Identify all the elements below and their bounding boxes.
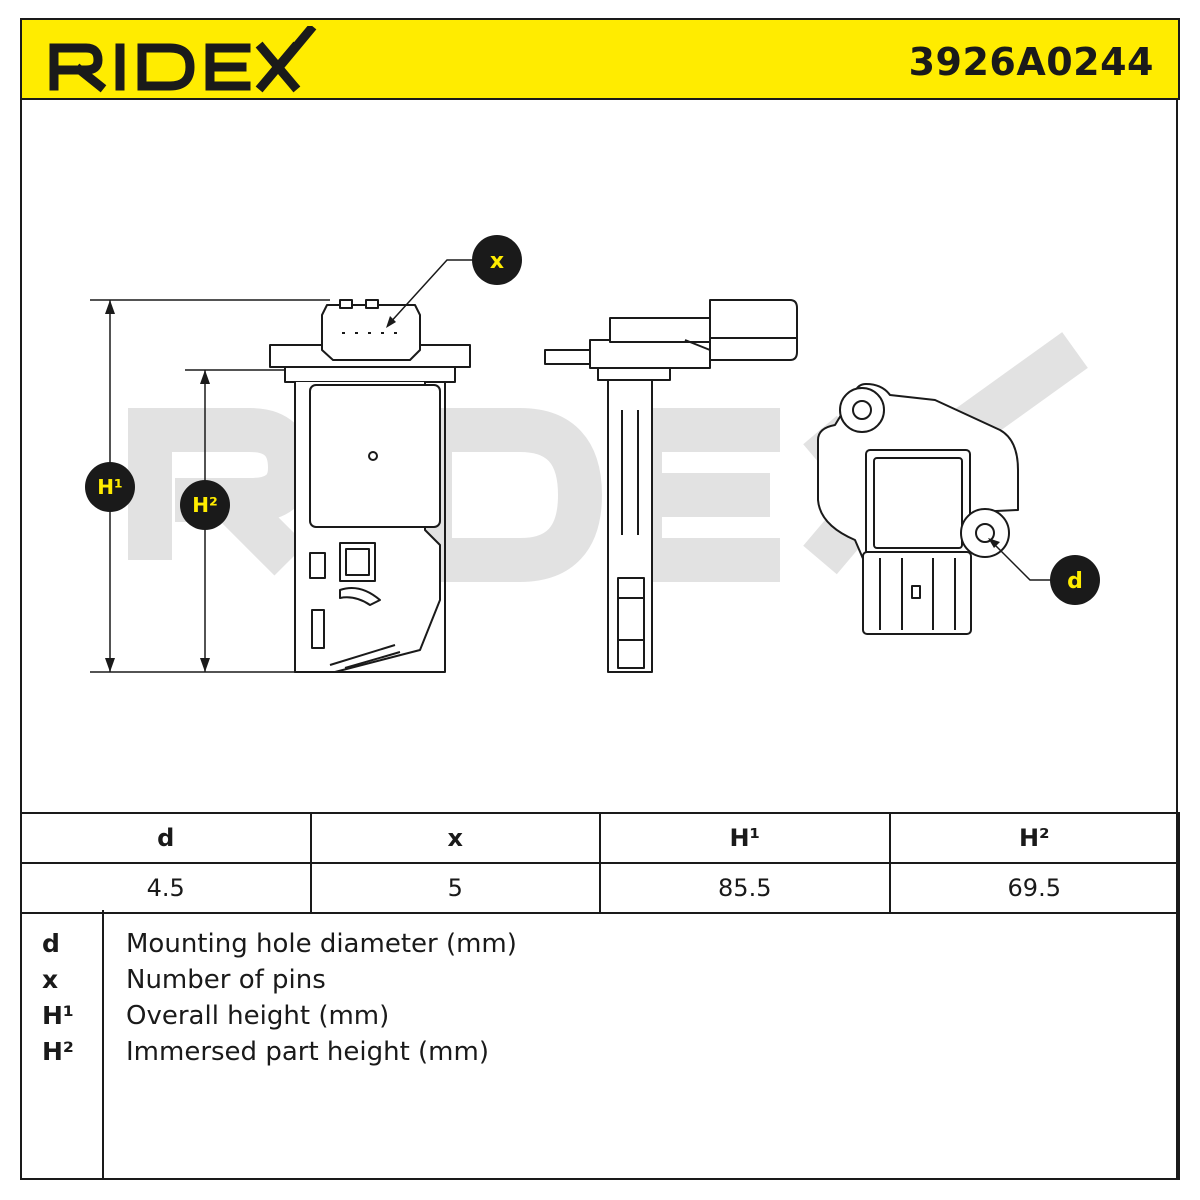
legend: d Mounting hole diameter (mm) x Number o… [20, 910, 1180, 1180]
specs-value-cell: 4.5 [20, 862, 312, 914]
specs-header-cell: H² [888, 812, 1180, 864]
sensor-drawing-svg: x H¹ H² d [85, 235, 1100, 673]
technical-drawing: x H¹ H² d [22, 100, 1178, 812]
callout-x: x [472, 235, 522, 285]
specs-value-cell: 5 [309, 862, 601, 914]
callout-d: d [1050, 555, 1100, 605]
specs-value-row: 4.5 5 85.5 69.5 [20, 862, 1180, 914]
specs-value-cell: 69.5 [888, 862, 1180, 914]
legend-description: Immersed part height (mm) [126, 1037, 489, 1067]
legend-item: x Number of pins [22, 962, 1178, 998]
header-bar: 3926A0244 [20, 18, 1180, 100]
svg-text:d: d [1067, 569, 1083, 594]
specs-header-cell: d [20, 812, 312, 864]
sensor-side-view [544, 299, 798, 673]
callout-h1: H¹ [85, 462, 135, 512]
legend-item: H² Immersed part height (mm) [22, 1034, 1178, 1070]
sensor-top-view [817, 383, 1019, 635]
sensor-front-view [269, 299, 471, 673]
svg-text:x: x [490, 249, 504, 274]
legend-key: d [42, 929, 60, 958]
legend-key: x [42, 965, 59, 994]
svg-text:H¹: H¹ [97, 475, 123, 499]
legend-item: d Mounting hole diameter (mm) [22, 926, 1178, 962]
part-number: 3926A0244 [908, 40, 1154, 84]
svg-text:H²: H² [192, 493, 218, 517]
legend-item: H¹ Overall height (mm) [22, 998, 1178, 1034]
legend-description: Mounting hole diameter (mm) [126, 929, 517, 959]
legend-key: H¹ [42, 1001, 74, 1030]
specs-header-row: d x H¹ H² [20, 812, 1180, 864]
ridex-logo [49, 26, 317, 93]
legend-description: Overall height (mm) [126, 1001, 390, 1031]
legend-description: Number of pins [126, 965, 326, 995]
specs-table: d x H¹ H² 4.5 5 85.5 69.5 [20, 812, 1180, 914]
callout-h2: H² [180, 480, 230, 530]
legend-divider [102, 910, 104, 1178]
specs-value-cell: 85.5 [599, 862, 891, 914]
legend-key: H² [42, 1037, 74, 1066]
specs-header-cell: H¹ [599, 812, 891, 864]
specs-header-cell: x [309, 812, 601, 864]
